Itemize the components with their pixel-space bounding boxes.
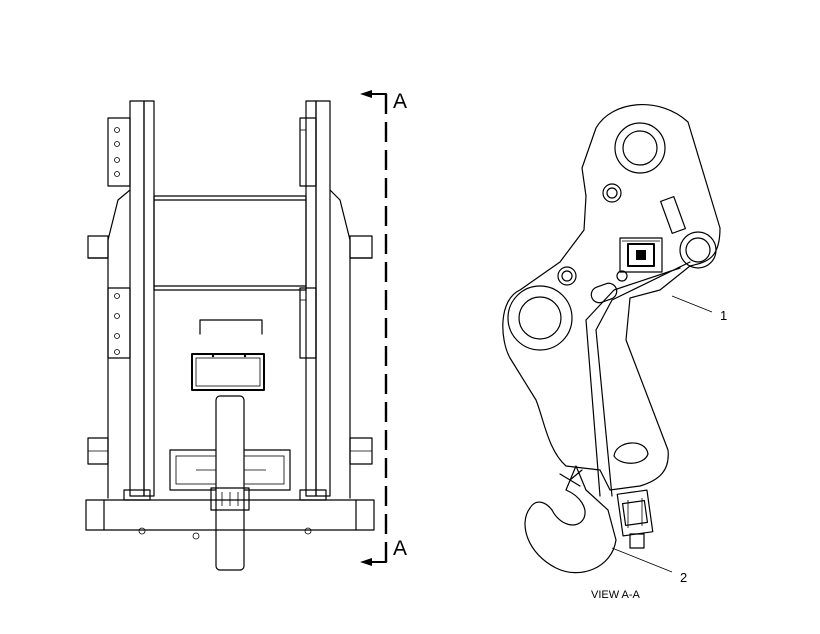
handle-slot [199,319,263,335]
hook-jaw [524,465,617,574]
callout-2-leader [611,547,673,573]
section-line [360,90,388,566]
side-section-view [502,103,721,574]
actuator-rod [210,395,250,571]
lower-cylinder [616,489,654,549]
valve-block [619,237,663,273]
upper-pin-bore [614,122,666,174]
view-label: VIEW A-A [591,589,641,601]
right-side-plate [299,100,331,497]
left-side-plate [107,100,155,497]
warning-plate [191,353,265,391]
bottom-crossbar [85,489,375,540]
lower-pin-bore [507,285,573,351]
front-view [85,100,375,571]
section-marker-top: A [393,90,407,113]
callout-1-leader [671,295,713,313]
callout-1: 1 [720,308,727,323]
locking-rod [585,261,691,497]
main-frame [87,189,373,499]
section-marker-bottom: A [393,537,407,560]
callout-2: 2 [680,570,687,585]
coupler-body [502,103,721,491]
